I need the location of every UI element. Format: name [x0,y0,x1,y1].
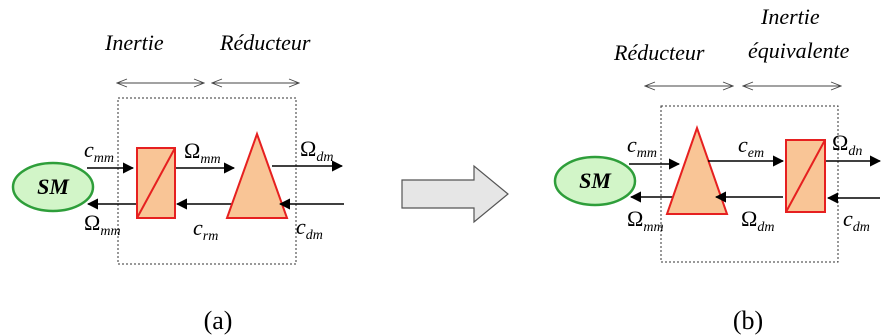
header-equivalente-b: équivalente [748,38,850,63]
label-omega-dn: Ωdn [832,130,862,159]
header-reducteur: Réducteur [219,30,311,55]
label-omega-dm: Ωdm [300,136,333,165]
reducer-triangle-b [665,124,729,215]
header-reducteur-b: Réducteur [613,40,705,65]
header-inertie: Inertie [104,30,164,55]
label-c-mm: cmm [84,137,114,166]
panel-a: Inertie Réducteur SM cmm Ωmm Ωmm Ωdm crm… [11,30,344,335]
label-c-dm: cdm [296,214,323,243]
sm-motor-b [553,155,637,207]
label-omega-dm-b: Ωdm [741,206,774,235]
label-omega-mm-bottom: Ωmm [84,210,121,239]
reducer-triangle [225,131,289,219]
equivalent-inertia-diagonal [785,139,826,213]
sm-label-b: SM [579,168,612,193]
label-omega-mm-b: Ωmm [627,206,664,235]
dotted-system-box [117,97,297,265]
dotted-system-box-b [660,105,839,263]
transform-arrow-icon [401,164,509,224]
label-c-dm-b: cdm [843,206,870,235]
caption-a: (a) [204,306,233,335]
label-c-mm-b: cmm [627,132,657,161]
label-c-rm: crm [193,215,218,244]
panel-b: Réducteur Inertie équivalente SM cmm cem… [553,4,882,335]
label-omega-mm-top: Ωmm [184,138,221,167]
label-c-em: cem [738,132,764,161]
caption-b: (b) [733,306,763,335]
header-inertie-b: Inertie [760,4,820,29]
sm-label: SM [37,174,70,199]
sm-motor [11,161,95,213]
inertia-diagonal [136,147,176,219]
